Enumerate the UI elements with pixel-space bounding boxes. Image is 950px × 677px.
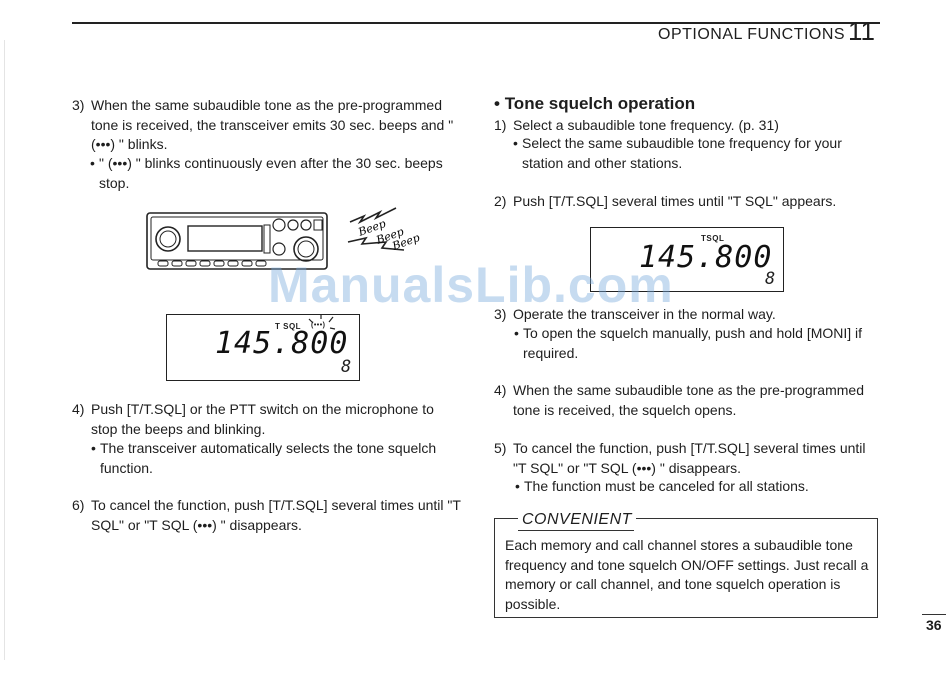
note-text: " (•••) " blinks continuously even after… [99, 155, 443, 191]
lcd-channel: 8 [765, 269, 776, 289]
header-rule [72, 22, 880, 24]
convenient-box [494, 518, 878, 618]
note-text: The transceiver automatically selects th… [100, 440, 437, 476]
step-number: 2) [494, 193, 507, 209]
right-step-2: 2) Push [T/T.SQL] several times until "T… [494, 192, 878, 212]
convenient-text: Each memory and call channel stores a su… [505, 537, 869, 612]
left-step-3: 3) When the same subaudible tone as the … [72, 96, 462, 155]
header-section-title: OPTIONAL FUNCTIONS [658, 26, 846, 43]
lcd-tone-indicator: (•••) [311, 322, 326, 329]
convenient-label: CONVENIENT [518, 511, 636, 529]
watermark: ManualsLib.com [268, 257, 674, 313]
section-title-text: Tone squelch operation [504, 94, 696, 113]
step-text: Push [T/T.SQL] several times until "T SQ… [513, 193, 837, 209]
left-step-4-note: • The transceiver automatically selects … [91, 439, 461, 478]
lcd-display-tsql: TSQL 145.800 8 [590, 227, 784, 292]
step-number: 3) [494, 306, 507, 322]
section-bullet: • [494, 94, 505, 113]
transceiver-illustration [146, 212, 328, 270]
convenient-label-underline [518, 530, 634, 532]
right-step-5-note: • The function must be canceled for all … [515, 477, 877, 497]
left-step-3-note: • " (•••) " blinks continuously even aft… [90, 154, 462, 193]
blink-rays-icon [308, 314, 336, 330]
bullet-dot: • [513, 135, 518, 151]
header-chapter-number: 11 [848, 16, 875, 46]
note-text: To open the squelch manually, push and h… [523, 325, 863, 361]
step-number: 4) [72, 401, 85, 417]
lcd-tsql-label: TSQL [701, 234, 725, 243]
step-number: 3) [72, 97, 85, 113]
left-step-4: 4) Push [T/T.SQL] or the PTT switch on t… [72, 400, 462, 439]
step-number: 5) [494, 440, 507, 456]
right-step-3-note: • To open the squelch manually, push and… [514, 324, 878, 363]
page-number: 36 [926, 617, 942, 633]
step-text: To cancel the function, push [T/T.SQL] s… [91, 497, 461, 533]
bullet-dot: • [515, 478, 520, 494]
step-text: When the same subaudible tone as the pre… [91, 97, 454, 152]
page-edge-line [4, 40, 5, 660]
lcd-tsql-label: T SQL [275, 322, 302, 331]
bullet-dot: • [514, 325, 519, 341]
lcd-frequency: 145.800 [639, 240, 773, 275]
right-step-1-note: • Select the same subaudible tone freque… [513, 134, 877, 173]
step-number: 1) [494, 117, 507, 133]
lcd-frequency: 145.800 [215, 326, 349, 361]
section-title: • Tone squelch operation [494, 94, 695, 114]
step-text: Select a subaudible tone frequency. (p. … [513, 117, 779, 133]
step-text: Push [T/T.SQL] or the PTT switch on the … [91, 401, 434, 437]
bullet-dot: • [90, 155, 95, 171]
beep-sound-art: Beep Beep Beep [347, 207, 421, 253]
step-text: Operate the transceiver in the normal wa… [513, 306, 776, 322]
right-step-3: 3) Operate the transceiver in the normal… [494, 305, 878, 325]
note-text: Select the same subaudible tone frequenc… [522, 135, 842, 171]
lcd-channel: 8 [341, 357, 352, 377]
right-step-4: 4) When the same subaudible tone as the … [494, 381, 878, 420]
step-text: When the same subaudible tone as the pre… [513, 382, 864, 418]
bullet-dot: • [91, 440, 96, 456]
right-step-1: 1) Select a subaudible tone frequency. (… [494, 116, 878, 136]
lcd-display-beeping: T SQL (•••) 145.800 8 [166, 314, 360, 381]
right-step-5: 5) To cancel the function, push [T/T.SQL… [494, 439, 878, 478]
step-number: 6) [72, 497, 85, 513]
step-text: To cancel the function, push [T/T.SQL] s… [513, 440, 866, 476]
left-step-6: 6) To cancel the function, push [T/T.SQL… [72, 496, 462, 535]
note-text: The function must be canceled for all st… [524, 478, 809, 494]
page-number-rule [922, 614, 946, 615]
step-number: 4) [494, 382, 507, 398]
